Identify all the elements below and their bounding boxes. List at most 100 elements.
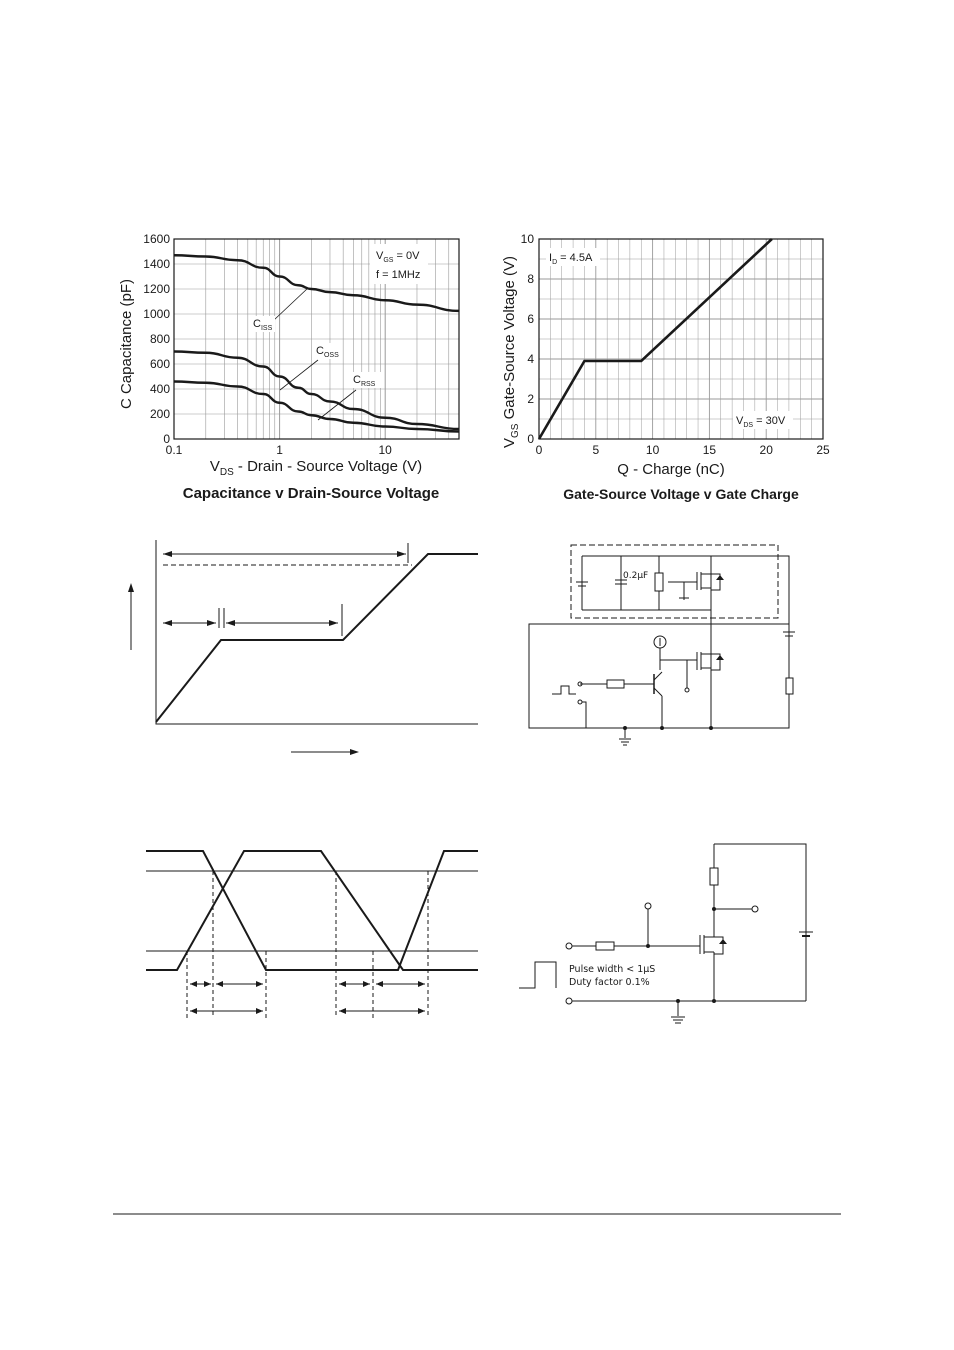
gate-charge-vds-condition-box — [733, 411, 793, 429]
mosfet-diode — [716, 655, 724, 660]
arrowhead — [350, 749, 359, 755]
circuit-dashed-box — [570, 544, 779, 619]
resistor — [606, 679, 625, 689]
y-tick-label: 1200 — [143, 282, 170, 296]
input-terminal — [565, 997, 573, 1005]
arrowhead — [397, 551, 406, 557]
y-tick-label: 6 — [527, 312, 534, 326]
transistor-collector — [653, 671, 663, 681]
y-tick-label: 800 — [150, 332, 170, 346]
resistor — [709, 867, 719, 886]
y-tick-label: 200 — [150, 407, 170, 421]
arrowhead — [207, 620, 216, 626]
gate-charge-y-axis-label: VGS Gate-Source Voltage (V) — [501, 256, 521, 448]
coss-label-bg — [313, 343, 341, 359]
x-tick-label: 0 — [536, 443, 543, 457]
circuit-node — [660, 726, 664, 730]
arrowhead — [376, 981, 383, 987]
x-tick-label: 0.1 — [166, 443, 183, 457]
switching-arrowheads — [190, 981, 425, 1014]
circuit-node — [712, 999, 716, 1003]
gate-charge-plot-frame — [538, 238, 824, 440]
circuit-node — [709, 726, 713, 730]
y-tick-label: 1000 — [143, 307, 170, 321]
capacitance-grid — [174, 239, 459, 439]
y-tick-label: 1400 — [143, 257, 170, 271]
mosfet-diode-wire — [711, 653, 721, 671]
y-tick-label: 0 — [527, 432, 534, 446]
ciss-label-bg — [251, 316, 275, 332]
arrowhead — [216, 981, 223, 987]
waveform-vgs-trace — [146, 850, 478, 971]
x-tick-label: 15 — [703, 443, 717, 457]
waveform-axes — [155, 540, 478, 725]
gate-charge-id-condition-box — [546, 248, 600, 266]
capacitance-condition-freq: f = 1MHz — [376, 269, 420, 281]
switching-test-circuit — [519, 843, 813, 1024]
ciss-label: CISS — [253, 318, 273, 332]
gate-charge-x-axis-label: Q - Charge (nC) — [617, 461, 725, 478]
capacitance-series — [173, 254, 460, 433]
coss-leader-line — [279, 359, 319, 391]
resistor — [654, 572, 664, 592]
y-tick-label: 1600 — [143, 232, 170, 246]
mosfet-diode-wire — [711, 573, 721, 591]
duty-factor-note: Duty factor 0.1% — [569, 977, 650, 988]
circuit-wire — [714, 843, 807, 1001]
circuit-terminal — [577, 681, 583, 687]
waveform-trace — [155, 553, 478, 723]
arrowhead — [339, 981, 346, 987]
gate-charge-chart-caption: Gate-Source Voltage v Gate Charge — [563, 486, 799, 502]
gate-charge-condition-id: ID = 4.5A — [549, 252, 593, 266]
arrowhead — [204, 981, 211, 987]
circuit-lower-box — [528, 623, 790, 729]
y-tick-label: 2 — [527, 392, 534, 406]
circuit-wire — [582, 701, 587, 728]
resistor — [595, 941, 615, 951]
capacitance-plot-frame — [173, 238, 460, 440]
capacitance-x-axis-label: VDS - Drain - Source Voltage (V) — [210, 458, 422, 478]
mosfet-diode — [716, 575, 724, 580]
switching-time-arrows — [190, 983, 425, 1012]
gate-charge-condition-vds: VDS = 30V — [736, 415, 786, 429]
arrowhead — [190, 981, 197, 987]
x-tick-label: 1 — [276, 443, 283, 457]
circuit-capacitor-value: 0.2µF — [623, 571, 648, 581]
y-tick-label: 400 — [150, 382, 170, 396]
arrowhead — [418, 1008, 425, 1014]
switching-dashed-markers — [186, 871, 429, 1018]
capacitance-chart-caption: Capacitance v Drain-Source Voltage — [183, 485, 439, 502]
arrowhead — [163, 551, 172, 557]
arrowhead — [363, 981, 370, 987]
ciss-leader-line — [273, 287, 309, 321]
y-tick-label: 4 — [527, 352, 534, 366]
circuit-terminal — [684, 687, 690, 693]
circuit-node — [646, 944, 650, 948]
gate-charge-test-circuit — [528, 544, 795, 746]
x-tick-label: 5 — [592, 443, 599, 457]
arrowhead — [339, 1008, 346, 1014]
pulse-symbol — [519, 961, 557, 989]
coss-label: COSS — [316, 345, 339, 359]
output-terminal — [751, 905, 759, 913]
capacitance-y-axis-label: C Capacitance (pF) — [118, 279, 135, 409]
gate-charge-series — [537, 238, 773, 440]
circuit-node — [712, 907, 716, 911]
y-tick-label: 8 — [527, 272, 534, 286]
input-terminal — [565, 942, 573, 950]
arrowhead — [190, 1008, 197, 1014]
arrowhead — [226, 620, 235, 626]
arrowhead — [418, 981, 425, 987]
x-tick-label: 20 — [760, 443, 774, 457]
arrowhead — [163, 620, 172, 626]
series-line-rss — [173, 380, 460, 433]
circuit-wire — [582, 555, 790, 628]
crss-leader-line — [317, 389, 357, 421]
mosfet-diode-wire — [714, 936, 724, 955]
arrowhead — [256, 1008, 263, 1014]
switching-waveforms — [146, 850, 478, 1018]
